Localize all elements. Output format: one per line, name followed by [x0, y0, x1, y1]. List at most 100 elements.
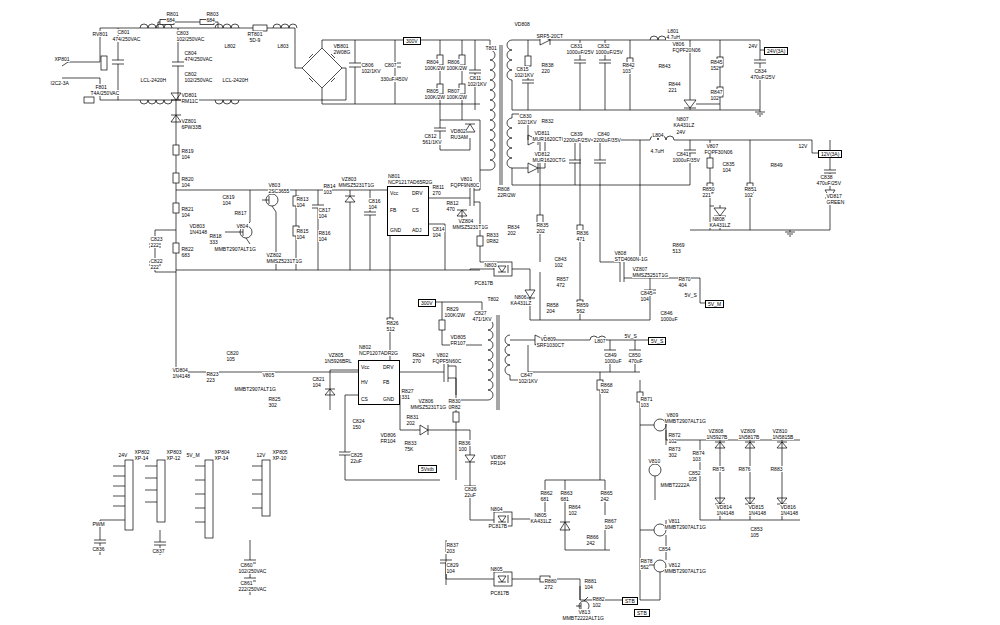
- part-label: 302: [600, 388, 609, 394]
- part-label: MMBT2222A: [660, 482, 690, 488]
- part-label: 302: [268, 402, 277, 408]
- part-label: 24V: [118, 452, 128, 458]
- part-label: V805: [262, 372, 275, 378]
- part-label: 333: [209, 239, 218, 245]
- part-label: 4.7uH: [666, 34, 680, 40]
- part-label: MMSZ5231T1G: [338, 182, 375, 188]
- part-label: 100K/2W: [424, 65, 446, 71]
- part-label: 102/1KV: [518, 378, 538, 384]
- net-flag-text: 12V(3A): [821, 151, 839, 157]
- part-label: 2W08G: [333, 49, 351, 55]
- part-label: V810: [648, 458, 661, 464]
- pin-label: ADJ: [412, 227, 421, 233]
- net-flag-text: 24V(3A): [767, 48, 785, 54]
- part-label: 470uF/25V: [750, 74, 775, 80]
- part-label: 562: [576, 308, 585, 314]
- part-label: 100: [458, 446, 467, 452]
- part-label: 103: [640, 402, 649, 408]
- pin-label: Vcc: [390, 190, 398, 196]
- part-label: MMSZ5231T1G: [410, 404, 447, 410]
- wire: [510, 335, 648, 380]
- part-label: 1N4148: [189, 229, 208, 235]
- component-body: [173, 173, 179, 183]
- part-label: 12V: [256, 452, 266, 458]
- optocoupler-n803: [494, 140, 705, 320]
- part-label: 103: [323, 189, 332, 195]
- part-label: 5V_M: [186, 452, 200, 458]
- part-label: 22uF: [464, 492, 476, 498]
- wire: [498, 515, 508, 523]
- part-label: 104: [296, 234, 305, 240]
- part-label: 242: [600, 496, 609, 502]
- part-label: 242: [586, 540, 595, 546]
- part-label: PWM: [92, 521, 105, 527]
- part-label: 202: [507, 230, 516, 236]
- part-label: 104: [640, 296, 649, 302]
- part-label: 24V: [748, 43, 758, 49]
- part-label: 104: [222, 200, 231, 206]
- wire: [442, 302, 482, 345]
- part-label: 270: [412, 358, 421, 364]
- pin-label: CS: [361, 396, 368, 402]
- part-label: LCL-2420H: [140, 77, 167, 83]
- part-label: 102/250VAC: [238, 568, 267, 574]
- component-body: [125, 460, 133, 530]
- wire: [171, 115, 181, 122]
- wire: [640, 520, 666, 600]
- part-label: 103: [692, 456, 701, 462]
- part-label: 150: [352, 424, 361, 430]
- part-label: 1N4148: [748, 510, 767, 516]
- part-label: 100K/2W: [444, 312, 466, 318]
- part-label: V804: [236, 223, 249, 229]
- part-label: 1000uF: [660, 316, 678, 322]
- part-label: R876: [738, 466, 751, 472]
- wire: [512, 480, 610, 550]
- pin-label: DRV: [383, 364, 393, 370]
- part-label: C801: [117, 29, 130, 35]
- part-label: FQPF30N06: [704, 149, 733, 155]
- part-label: 470: [446, 206, 455, 212]
- part-label: PC817B: [490, 590, 510, 596]
- part-label: 4.7uH: [650, 148, 664, 154]
- part-label: LCL-2420H: [222, 77, 249, 83]
- part-label: KA431LZ: [530, 518, 552, 524]
- component-body: [439, 320, 445, 330]
- part-label: 1N5815B: [772, 434, 794, 440]
- wire: [434, 120, 475, 150]
- part-label: XP-14: [214, 455, 229, 461]
- part-label: 471: [576, 236, 585, 242]
- part-label: 102: [710, 95, 719, 101]
- wire: [600, 372, 640, 600]
- part-label: 681: [540, 496, 549, 502]
- part-label: 102: [744, 192, 753, 198]
- part-label: 6PW33B: [181, 124, 202, 130]
- part-label: 204: [546, 308, 555, 314]
- part-label: 683: [181, 252, 190, 258]
- part-label: 102/1KV: [361, 68, 381, 74]
- wire: [498, 575, 508, 583]
- part-label: 203: [446, 548, 455, 554]
- part-label: N803: [484, 262, 497, 268]
- wire: [322, 40, 490, 104]
- net-flag: 300V: [403, 37, 421, 45]
- part-label: XP-14: [134, 455, 149, 461]
- pin-label: Vcc: [361, 364, 369, 370]
- transistor-symbol: [649, 464, 661, 476]
- part-label: 102/1KV: [514, 72, 534, 78]
- part-label: 1000uF/35V: [672, 157, 700, 163]
- part-label: 272: [544, 584, 553, 590]
- part-label: T4A/250VAC: [90, 90, 120, 96]
- part-label: MMBT2907ALT1G: [664, 568, 706, 574]
- part-label: 472: [556, 282, 565, 288]
- part-label: L807: [594, 338, 606, 344]
- part-label: 0R82: [486, 238, 499, 244]
- part-label: RM11C: [181, 98, 199, 104]
- part-label: MMSZ5251T1G: [632, 272, 669, 278]
- part-label: 102: [668, 438, 677, 444]
- part-label: 1000uF/25V: [595, 49, 623, 55]
- part-label: MUR1620CTG: [532, 157, 566, 163]
- part-label: 102: [554, 262, 563, 268]
- component-body: [707, 158, 713, 168]
- part-label: 104: [181, 182, 190, 188]
